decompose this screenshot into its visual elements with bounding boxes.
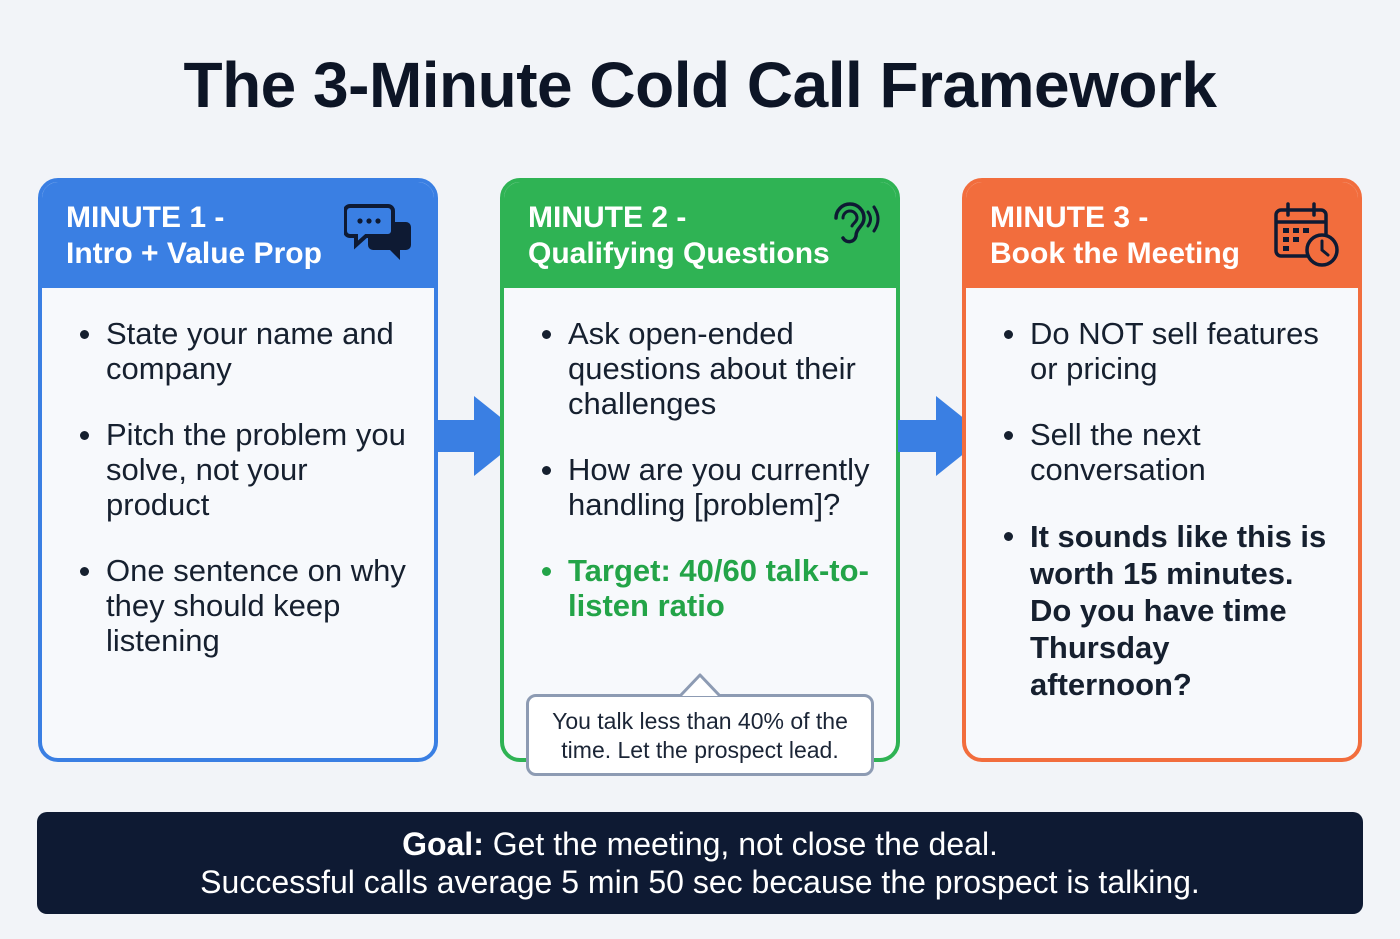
calendar-clock-icon	[1274, 202, 1339, 267]
minute-1-label: MINUTE 1 -	[66, 201, 225, 234]
goal-line-2: Successful calls average 5 min 50 sec be…	[200, 864, 1200, 900]
minute-1-header: MINUTE 1 - Intro + Value Prop	[42, 182, 434, 288]
minute-3-header: MINUTE 3 - Book the Meeting	[966, 182, 1358, 288]
chat-bubbles-icon	[344, 204, 411, 260]
minute-2-subtitle: Qualifying Questions	[528, 237, 830, 270]
callout-pointer	[680, 673, 720, 697]
list-item: One sentence on why they should keep lis…	[80, 553, 410, 658]
ratio-callout: You talk less than 40% of the time. Let …	[526, 694, 874, 776]
minute-1-bullets: State your name and company Pitch the pr…	[42, 288, 434, 658]
minute-3-bullets: Do NOT sell features or pricing Sell the…	[966, 288, 1358, 703]
list-item: Do NOT sell features or pricing	[1004, 316, 1334, 386]
list-item: Sell the next conversation	[1004, 417, 1334, 487]
booking-script-item: It sounds like this is worth 15 minutes.…	[1004, 518, 1334, 703]
minute-1-subtitle: Intro + Value Prop	[66, 237, 322, 270]
arrow-right-icon	[436, 396, 524, 476]
minute-2-header: MINUTE 2 - Qualifying Questions	[504, 182, 896, 288]
minute-3-card: MINUTE 3 - Book the Meeting Do NOT sell …	[962, 178, 1362, 762]
goal-banner: Goal: Get the meeting, not close the dea…	[37, 812, 1363, 914]
minute-3-subtitle: Book the Meeting	[990, 237, 1241, 270]
target-ratio-item: Target: 40/60 talk-to-listen ratio	[542, 553, 872, 623]
minute-2-bullets: Ask open-ended questions about their cha…	[504, 288, 896, 623]
callout-line-2: time. Let the prospect lead.	[561, 737, 839, 763]
list-item: How are you currently handling [problem]…	[542, 452, 872, 522]
minute-3-label: MINUTE 3 -	[990, 201, 1149, 234]
list-item: Pitch the problem you solve, not your pr…	[80, 417, 410, 522]
arrow-right-icon	[898, 396, 986, 476]
list-item: Ask open-ended questions about their cha…	[542, 316, 872, 421]
callout-line-1: You talk less than 40% of the	[552, 708, 848, 734]
listening-ear-icon	[834, 202, 880, 244]
goal-line-1: Goal: Get the meeting, not close the dea…	[37, 825, 1363, 863]
minute-2-card: MINUTE 2 - Qualifying Questions Ask open…	[500, 178, 900, 762]
goal-label: Goal:	[402, 826, 484, 862]
goal-text: Get the meeting, not close the deal.	[492, 826, 998, 862]
list-item: State your name and company	[80, 316, 410, 386]
minute-1-card: MINUTE 1 - Intro + Value Prop State your…	[38, 178, 438, 762]
page-title: The 3-Minute Cold Call Framework	[183, 49, 1217, 121]
minute-2-label: MINUTE 2 -	[528, 201, 687, 234]
